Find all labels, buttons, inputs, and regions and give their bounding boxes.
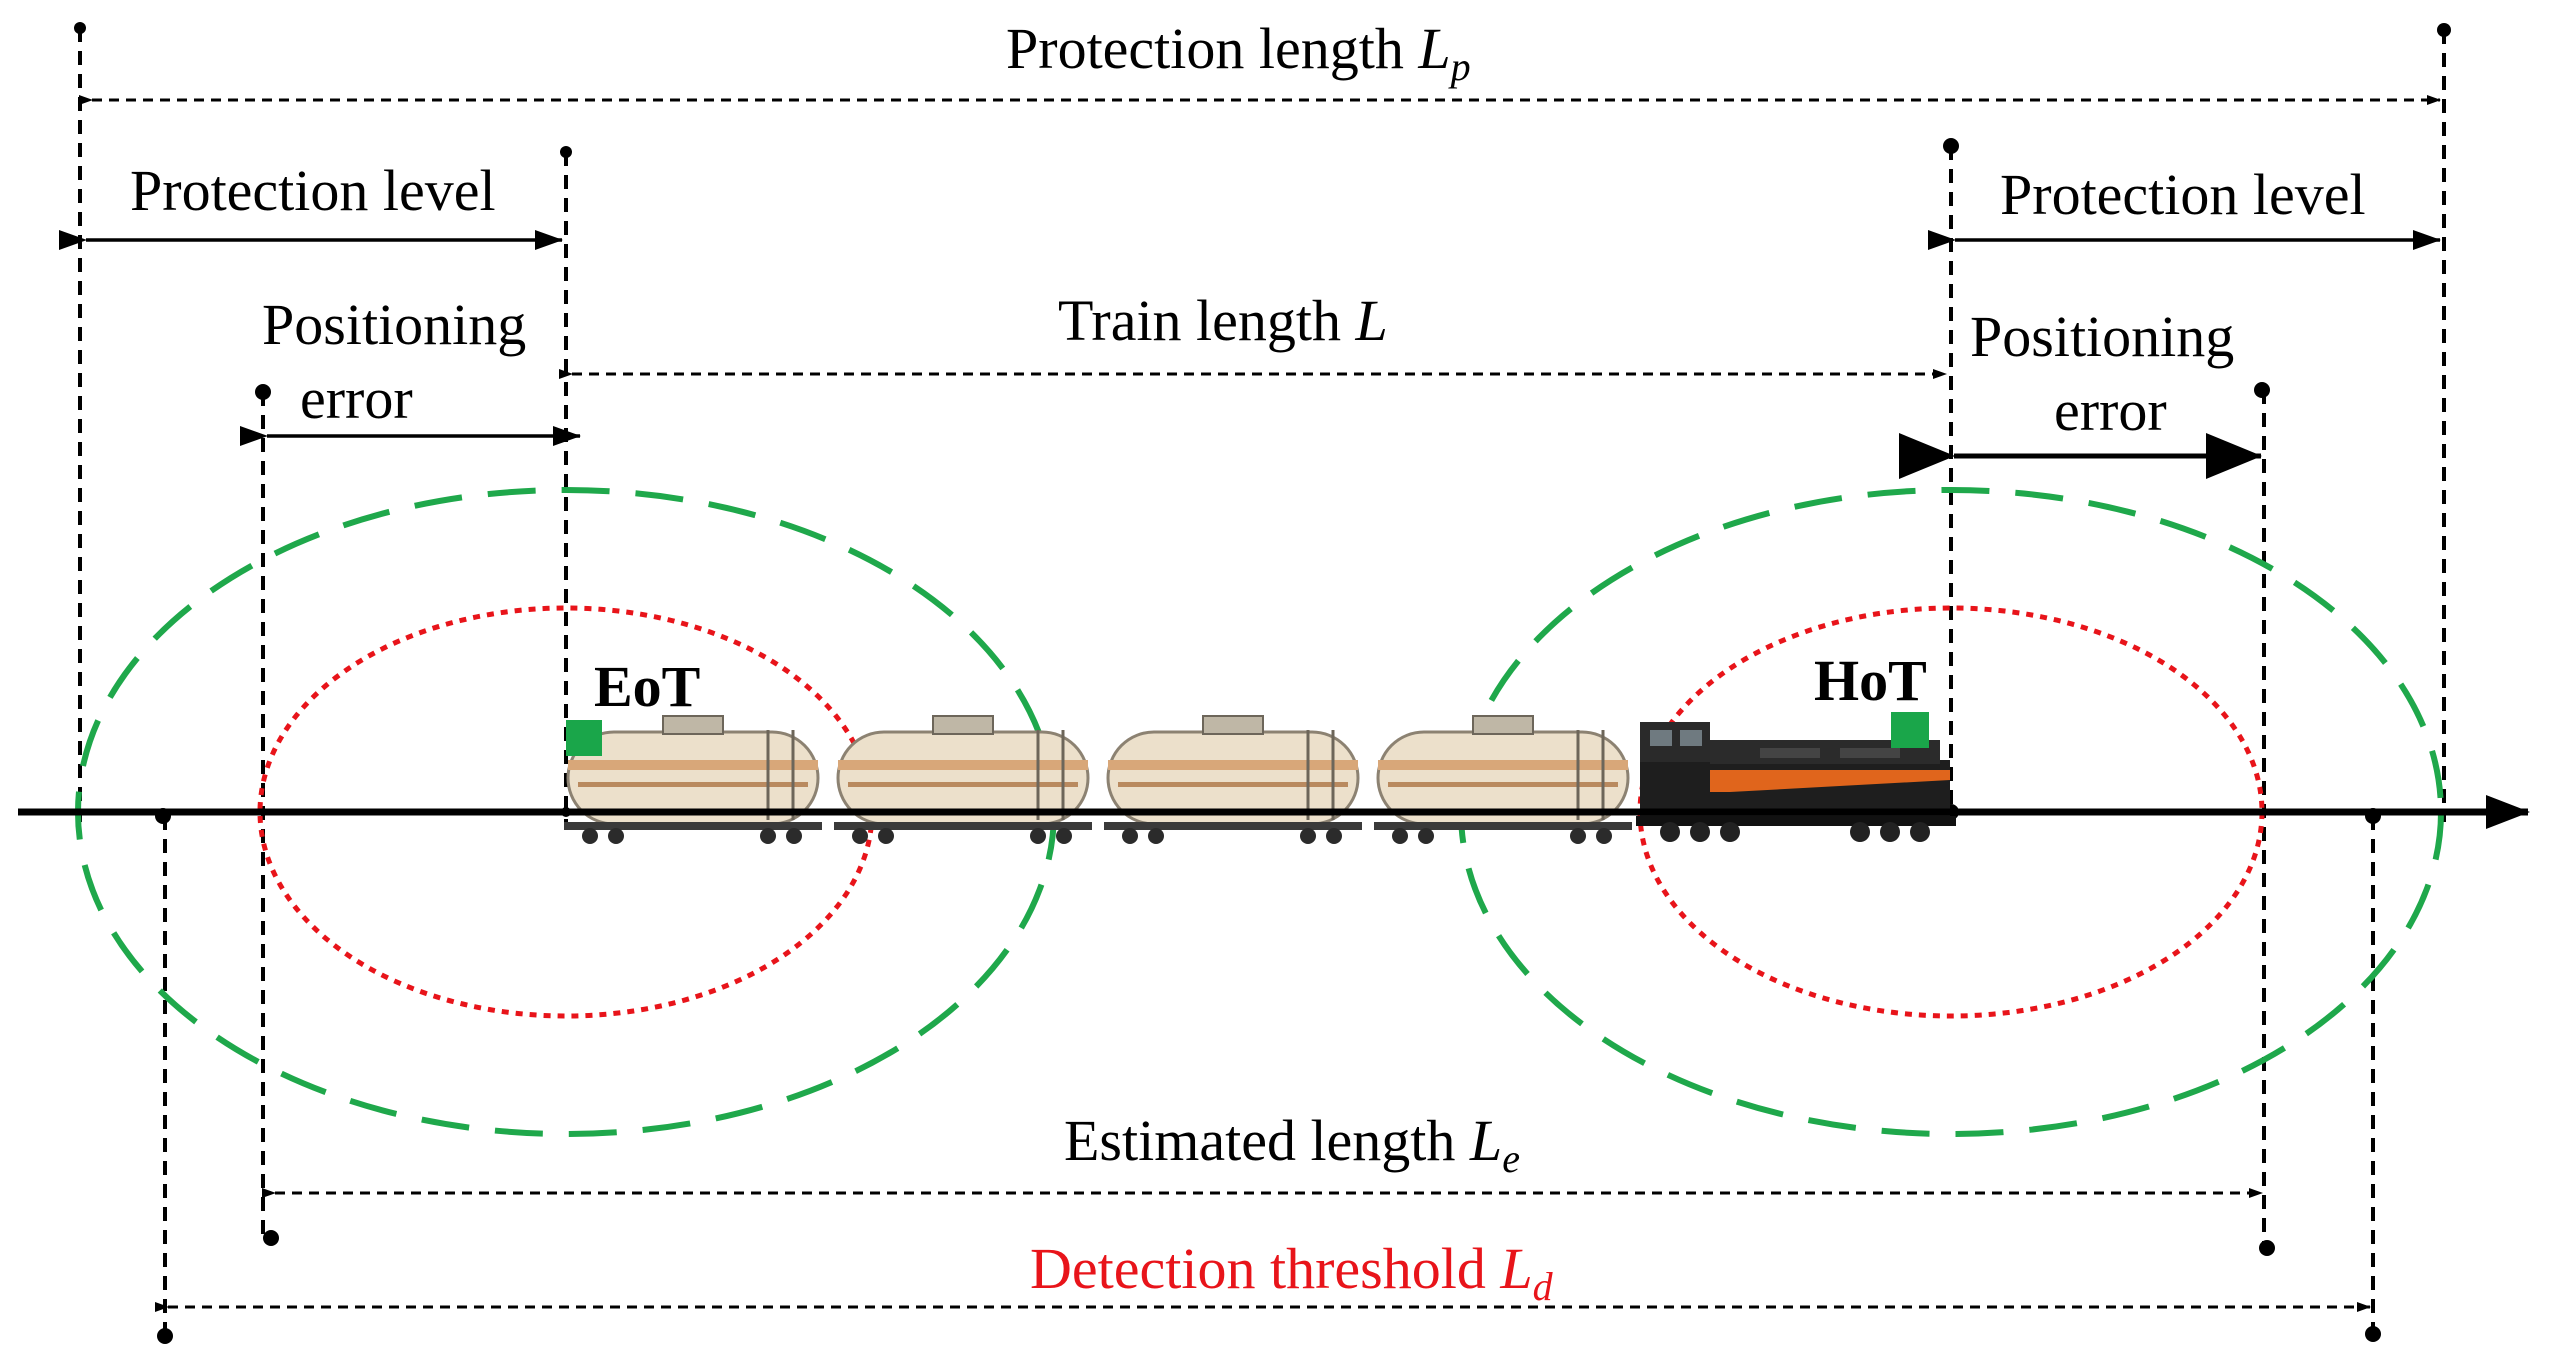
locomotive bbox=[1636, 722, 1956, 842]
protection-length-label: Protection length Lp bbox=[1006, 16, 1471, 89]
protection-level-left-label: Protection level bbox=[130, 158, 496, 223]
hot-label: HoT bbox=[1814, 648, 1927, 713]
ref-dot bbox=[2365, 1326, 2381, 1342]
tank-car-2 bbox=[834, 715, 1092, 844]
tank-car-1 bbox=[564, 715, 822, 844]
ref-dot bbox=[157, 1328, 173, 1344]
positioning-error-right-label-2: error bbox=[2054, 378, 2167, 443]
ref-dot bbox=[1943, 138, 1959, 154]
eot-sensor-marker bbox=[566, 720, 602, 756]
ref-dot bbox=[74, 22, 86, 34]
tank-car-4 bbox=[1374, 715, 1632, 844]
train bbox=[564, 712, 1956, 844]
ref-dot bbox=[2437, 23, 2451, 37]
protection-level-right-label: Protection level bbox=[2000, 162, 2366, 227]
estimated-length-label: Estimated length Le bbox=[1064, 1108, 1520, 1181]
ref-dot bbox=[2254, 382, 2270, 398]
ref-dot bbox=[263, 1230, 279, 1246]
ref-dot bbox=[560, 146, 572, 158]
tank-car-3 bbox=[1104, 715, 1362, 844]
eot-axis-dot bbox=[561, 807, 571, 817]
dimension-arrows bbox=[59, 95, 2441, 1312]
positioning-error-left-label-2: error bbox=[300, 366, 413, 431]
detection-threshold-label: Detection threshold Ld bbox=[1030, 1236, 1554, 1309]
positioning-error-left-label-1: Positioning bbox=[262, 292, 526, 357]
eot-label: EoT bbox=[594, 654, 700, 719]
ref-dot bbox=[255, 384, 271, 400]
ref-dot bbox=[2259, 1240, 2275, 1256]
hot-sensor-marker bbox=[1891, 712, 1929, 748]
train-length-label: Train length L bbox=[1058, 288, 1388, 353]
positioning-error-right-label-1: Positioning bbox=[1970, 304, 2234, 369]
